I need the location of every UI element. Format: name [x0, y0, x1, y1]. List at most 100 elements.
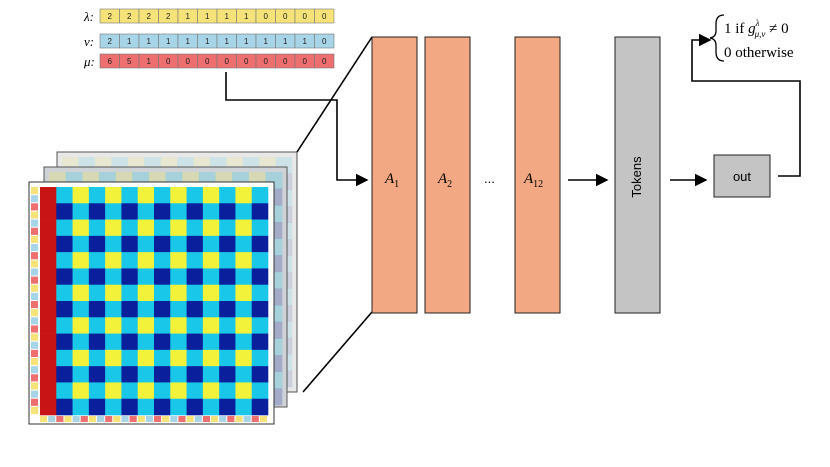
- heatmap-cell: [251, 268, 269, 286]
- heatmap-cell: [40, 203, 57, 220]
- heatmap-cell: [154, 349, 171, 367]
- heatmap-cell: [202, 284, 220, 302]
- heatmap-row-token: [31, 244, 38, 252]
- heatmap-cell: [88, 203, 106, 220]
- heatmap-row-token: [31, 211, 38, 219]
- heatmap-cell: [121, 187, 139, 204]
- heatmap-col-token: [48, 416, 56, 422]
- condition-line-2: 0 otherwise: [724, 45, 794, 61]
- heatmap-cell: [219, 301, 236, 318]
- heatmap-cell: [88, 187, 106, 204]
- heatmap-cell: [251, 349, 269, 367]
- heatmap-cell: [137, 235, 155, 253]
- heatmap-cell: [121, 349, 139, 367]
- heatmap-cell: [40, 284, 57, 302]
- heatmap-cell: [40, 187, 57, 204]
- heatmap-row-token: [31, 284, 38, 292]
- heatmap-col-token: [178, 416, 186, 422]
- heatmap-cell: [202, 333, 220, 351]
- heatmap-cell: [235, 366, 253, 383]
- sequence-cell: [314, 8, 335, 24]
- heatmap-cell: [235, 382, 253, 400]
- heatmap-col-token: [219, 416, 227, 422]
- sequence-cell-value: 1: [186, 37, 191, 46]
- heatmap-cell: [186, 252, 204, 269]
- heatmap-row-token: [31, 309, 38, 317]
- heatmap-row-token: [31, 374, 38, 382]
- heatmap-cell: [170, 333, 187, 351]
- heatmap-cell: [56, 284, 73, 302]
- heatmap-cell: [40, 398, 57, 416]
- heatmap-col-token: [211, 416, 219, 422]
- heatmap-col-token: [105, 416, 113, 422]
- heatmap-cell: [40, 268, 57, 286]
- lambda-label: λ:: [83, 9, 94, 24]
- heatmap-cell: [251, 203, 269, 220]
- heatmap-cell: [154, 382, 171, 400]
- heatmap-cell: [219, 268, 236, 286]
- heatmap-row-token: [31, 301, 38, 309]
- sequence-cell-value: 1: [225, 37, 230, 46]
- heatmap-cell: [137, 187, 155, 204]
- sequence-cell-value: 1: [147, 57, 152, 66]
- heatmap-cell: [170, 219, 187, 237]
- heatmap-cell: [170, 349, 187, 367]
- heatmap-cell: [56, 317, 73, 334]
- heatmap-row-token: [31, 195, 38, 203]
- heatmap-cell: [186, 235, 204, 253]
- heatmap-cell: [56, 203, 73, 220]
- heatmap-cell: [186, 382, 204, 400]
- heatmap-cell: [137, 252, 155, 269]
- sequence-cell-value: 1: [127, 37, 132, 46]
- sequence-cell-value: 1: [264, 37, 269, 46]
- heatmap-cell: [251, 284, 269, 302]
- heatmap-cell: [56, 333, 73, 351]
- sequence-cell-value: 1: [283, 37, 288, 46]
- heatmap-cell: [72, 235, 90, 253]
- heatmap-col-token: [259, 416, 267, 422]
- heatmap-cell: [88, 235, 106, 253]
- heatmap-cell: [219, 235, 236, 253]
- heatmap-cell: [154, 333, 171, 351]
- sequence-cell-value: 1: [205, 37, 210, 46]
- heatmap-row-token: [31, 382, 38, 390]
- tokens-box: [614, 36, 661, 314]
- heatmap-row-token: [31, 203, 38, 211]
- heatmap-cell: [186, 317, 204, 334]
- heatmap-col-token: [40, 416, 48, 422]
- sequence-cell-value: 0: [283, 57, 288, 66]
- heatmap-cell: [235, 333, 253, 351]
- heatmap-cell: [202, 382, 220, 400]
- heatmap-cell: [121, 366, 139, 383]
- sequence-cell-value: 2: [108, 12, 113, 21]
- sequence-cell-value: 0: [225, 57, 230, 66]
- sequence-cell-value: 6: [108, 57, 113, 66]
- heatmap-cell: [251, 317, 269, 334]
- heatmap-row-token: [31, 349, 38, 357]
- heatmap-cell: [251, 235, 269, 253]
- heatmap-col-token: [64, 416, 72, 422]
- layers-ellipsis: ...: [484, 171, 495, 186]
- heatmap-cell: [219, 219, 236, 237]
- layer-a2: A2: [424, 36, 471, 314]
- heatmap-cell: [235, 203, 253, 220]
- heatmap-cell: [186, 203, 204, 220]
- heatmap-cell: [105, 284, 122, 302]
- heatmap-cell: [170, 268, 187, 286]
- heatmap-cell: [56, 252, 73, 269]
- heatmap-row-token: [31, 390, 38, 398]
- out-block: out: [713, 154, 771, 198]
- heatmap-col-token: [137, 416, 145, 422]
- heatmap-col-token: [80, 416, 88, 422]
- layer-a12-box: [514, 36, 561, 314]
- heatmap-cell: [170, 284, 187, 302]
- heatmap-cell: [170, 366, 187, 383]
- heatmap-cell: [202, 235, 220, 253]
- sequence-cell-value: 1: [225, 12, 230, 21]
- heatmap-cell: [235, 349, 253, 367]
